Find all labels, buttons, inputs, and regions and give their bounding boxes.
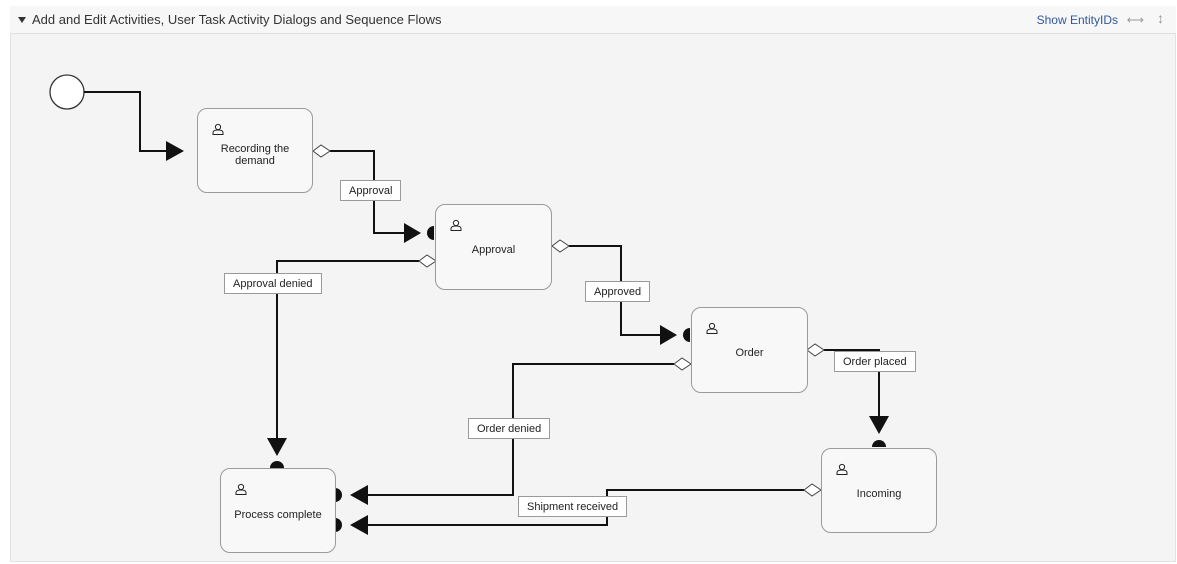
endpoint-dot [335,488,342,502]
endpoint-dot [270,461,284,468]
user-task-icon [706,322,718,334]
flow-label-order-denied[interactable]: Order denied [468,418,551,439]
endpoint-dot [872,440,886,447]
flow-label-order-placed[interactable]: Order placed [834,351,916,372]
user-task-icon [235,483,247,495]
arrowhead [350,515,368,535]
flow-label-shipment-received[interactable]: Shipment received [518,496,628,517]
section-header: Add and Edit Activities, User Task Activ… [10,6,1176,34]
caret-down-icon [18,16,26,23]
resize-horizontal-icon[interactable]: ⟷ [1126,13,1144,27]
flow-order-incoming[interactable] [824,349,880,416]
activity-label: Order [735,347,764,359]
activity-label: Incoming [856,488,902,500]
activity-label: Process complete [234,509,322,521]
source-diamond [806,343,825,357]
source-diamond [673,357,692,371]
arrowhead [350,485,368,505]
endpoint-dot [683,328,690,342]
start-event[interactable] [49,74,85,110]
activity-incoming[interactable]: Incoming [821,448,937,533]
activity-recording-the-demand[interactable]: Recording the demand [197,108,313,193]
arrowhead [404,223,421,243]
user-task-icon [212,123,224,135]
activity-label: Recording the demand [220,143,290,167]
arrowhead [166,141,184,161]
arrowhead [267,438,287,456]
section-title: Add and Edit Activities, User Task Activ… [32,12,442,27]
source-diamond [803,483,822,497]
activity-process-complete[interactable]: Process complete [220,468,336,553]
source-diamond [418,254,437,268]
arrowhead [869,416,889,434]
user-task-icon [836,463,848,475]
arrowhead [660,325,677,345]
activity-order[interactable]: Order [691,307,808,393]
source-diamond [551,239,570,253]
endpoint-dot [427,226,434,240]
flow-label-approved[interactable]: Approved [585,281,651,302]
endpoint-dot [335,518,342,532]
flow-label-approval-denied[interactable]: Approval denied [224,273,322,294]
resize-vertical-icon[interactable]: ↕ [1157,10,1164,26]
activity-approval[interactable]: Approval [435,204,552,290]
source-diamond [312,144,331,158]
activity-label: Approval [471,244,516,256]
flow-start-recording[interactable] [84,91,166,152]
flow-label-approval[interactable]: Approval [340,180,402,201]
section-toggle[interactable]: Add and Edit Activities, User Task Activ… [18,12,441,27]
flow-approval-denied[interactable] [276,260,419,438]
user-task-icon [450,219,462,231]
show-entity-ids-link[interactable]: Show EntityIDs [1036,13,1118,27]
